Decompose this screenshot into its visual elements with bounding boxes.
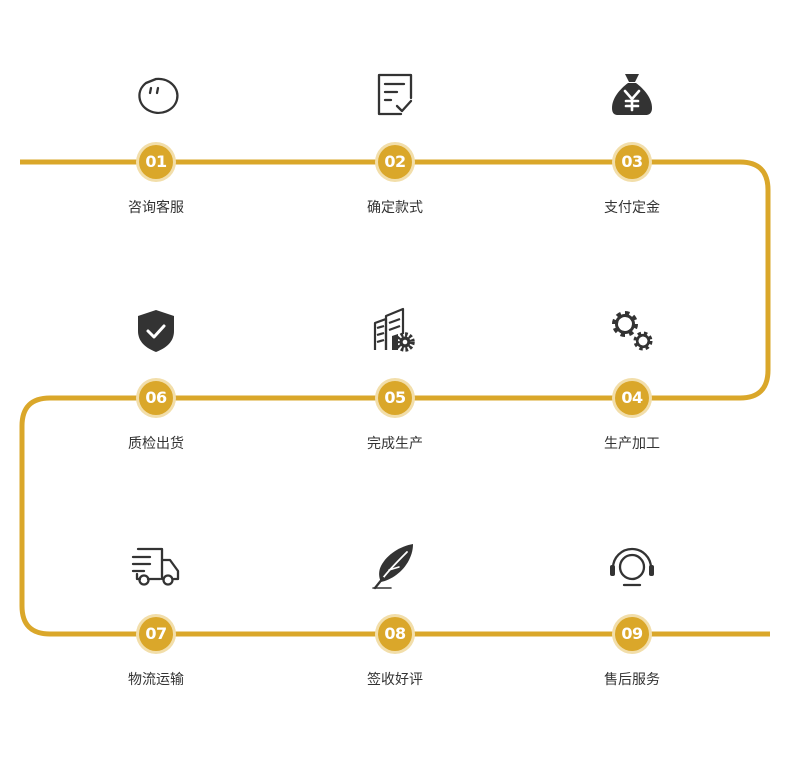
step-label: 售后服务 — [604, 672, 660, 688]
headset-icon — [606, 540, 658, 592]
step-label: 质检出货 — [128, 436, 184, 452]
checklist-icon — [369, 68, 421, 120]
step-number-badge: 05 — [378, 381, 412, 415]
gears-icon — [606, 304, 658, 356]
step-number-badge: 01 — [139, 145, 173, 179]
step-label: 完成生产 — [367, 436, 423, 452]
step-number-badge: 03 — [615, 145, 649, 179]
factory-icon — [369, 304, 421, 356]
step-number-badge: 07 — [139, 617, 173, 651]
step-label: 确定款式 — [367, 200, 423, 216]
chat-bubble-icon — [130, 68, 182, 120]
step-label: 签收好评 — [367, 672, 423, 688]
feather-icon — [369, 540, 421, 592]
money-bag-icon — [606, 68, 658, 120]
truck-icon — [130, 540, 182, 592]
step-number-badge: 08 — [378, 617, 412, 651]
shield-check-icon — [130, 304, 182, 356]
step-number-badge: 04 — [615, 381, 649, 415]
step-label: 支付定金 — [604, 200, 660, 216]
step-number-badge: 09 — [615, 617, 649, 651]
step-number-badge: 02 — [378, 145, 412, 179]
step-number-badge: 06 — [139, 381, 173, 415]
step-label: 物流运输 — [128, 672, 184, 688]
step-label: 咨询客服 — [128, 200, 184, 216]
step-label: 生产加工 — [604, 436, 660, 452]
